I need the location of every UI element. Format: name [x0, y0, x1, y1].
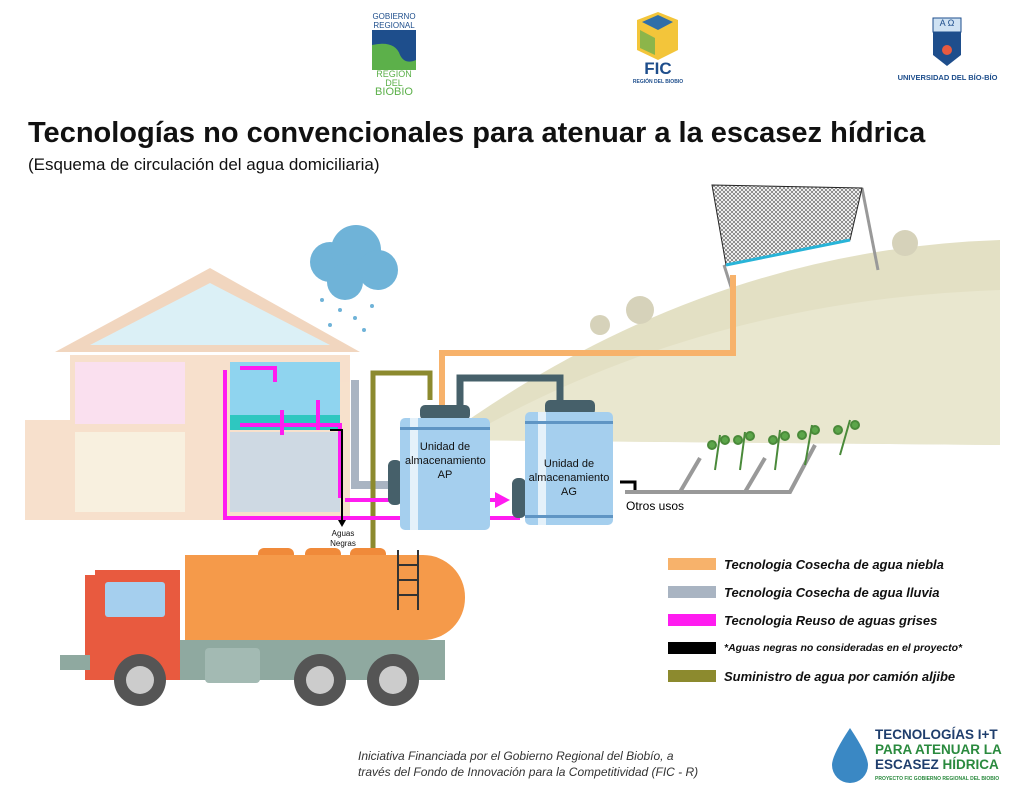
page-title: Tecnologías no convencionales para atenu…	[28, 117, 926, 149]
brand-word: HÍDRICA	[942, 757, 999, 772]
logo-line: REGIÓN DEL	[376, 69, 412, 88]
project-brand: TECNOLOGÍAS I+T PARA ATENUAR LA ESCASEZ …	[875, 727, 1002, 787]
brand-word: ESCASEZ	[875, 757, 943, 772]
tank-ap	[388, 405, 490, 530]
legend-swatch	[668, 642, 716, 654]
fic-logo	[637, 12, 678, 60]
legend-swatch	[668, 670, 716, 682]
rain-cloud-icon	[310, 225, 398, 332]
udb-logo-glyph: A Ω	[939, 18, 955, 28]
legend-item-negras: *Aguas negras no consideradas en el proy…	[668, 634, 962, 662]
brand-line: PARA ATENUAR LA	[875, 742, 1002, 757]
udb-logo	[932, 17, 962, 66]
fic-logo-text: FIC	[644, 59, 672, 78]
tank-ap-label: Unidad de almacenamiento AP	[405, 441, 486, 481]
brand-line: TECNOLOGÍAS I+T	[875, 727, 998, 742]
legend-swatch	[668, 558, 716, 570]
connect-pipe	[456, 374, 564, 405]
aguas-negras-label: Aguas Negras	[330, 529, 356, 548]
logo-line: BIOBIO	[375, 86, 413, 98]
rain-pipe	[351, 380, 400, 489]
fog-pipe	[439, 275, 736, 405]
gobierno-logo-text-bottom: REGIÓN DEL BIOBIO	[368, 69, 420, 98]
gobierno-regional-logo	[372, 30, 416, 70]
logo-line: REGIONAL	[373, 21, 415, 30]
legend-item-lluvia: Tecnologia Cosecha de agua lluvia	[668, 578, 962, 606]
funding-line: través del Fondo de Innovación para la C…	[358, 765, 699, 779]
legend-swatch	[668, 614, 716, 626]
logo-line: GOBIERNO	[372, 12, 416, 21]
water-drop-icon	[832, 728, 868, 783]
legend-item-camion: Suministro de agua por camión aljibe	[668, 662, 962, 690]
legend-label: Suministro de agua por camión aljibe	[724, 668, 956, 684]
funding-line: Iniciativa Financiada por el Gobierno Re…	[358, 749, 674, 763]
legend-item-grises: Tecnologia Reuso de aguas grises	[668, 606, 962, 634]
fog-net-icon	[711, 184, 880, 291]
black-water-pipe	[330, 429, 343, 520]
legend-label: Tecnologia Cosecha de agua lluvia	[724, 584, 940, 600]
legend: Tecnologia Cosecha de agua niebla Tecnol…	[668, 550, 962, 690]
legend-item-niebla: Tecnologia Cosecha de agua niebla	[668, 550, 962, 578]
otros-usos-label: Otros usos	[626, 499, 685, 513]
legend-label: *Aguas negras no consideradas en el proy…	[724, 642, 963, 654]
other-uses-pipe	[625, 444, 817, 494]
faucet-icon	[620, 480, 637, 490]
legend-swatch	[668, 586, 716, 598]
fic-logo-sub: REGIÓN DEL BIOBIO	[632, 79, 684, 85]
funding-note: Iniciativa Financiada por el Gobierno Re…	[358, 748, 698, 780]
page-subtitle: (Esquema de circulación del agua domicil…	[28, 155, 380, 174]
plants-icon	[707, 419, 860, 471]
brand-line: ESCASEZ HÍDRICA	[875, 757, 1002, 772]
legend-label: Tecnologia Cosecha de agua niebla	[724, 556, 944, 572]
gobierno-logo-text: GOBIERNO REGIONAL	[368, 12, 420, 30]
udb-logo-text: UNIVERSIDAD DEL BÍO-BÍO	[897, 73, 998, 82]
tank-ag-label: Unidad de almacenamiento AG	[528, 458, 610, 498]
water-truck-icon	[60, 548, 465, 706]
truck-pipe	[370, 370, 433, 550]
brand-sub: PROYECTO FIC GOBIERNO REGIONAL DEL BIOBI…	[875, 776, 1000, 782]
legend-label: Tecnologia Reuso de aguas grises	[724, 612, 938, 628]
tank-ag	[512, 400, 613, 525]
